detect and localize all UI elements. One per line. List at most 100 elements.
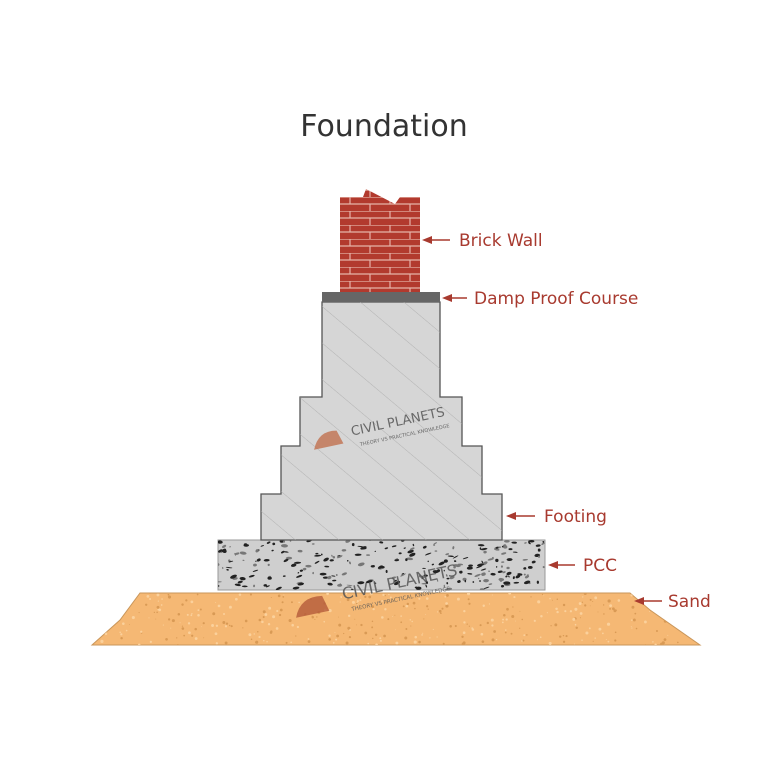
aggregate-speck (350, 588, 354, 590)
sand-grain (367, 642, 370, 645)
sand-grain (515, 620, 516, 622)
sand-grain (594, 596, 598, 600)
aggregate-speck (280, 544, 289, 548)
sand-grain (466, 593, 471, 596)
brick-wall (340, 189, 420, 292)
sand-grain (572, 617, 576, 621)
sand-grain (575, 626, 578, 630)
sand-grain (693, 621, 696, 624)
sand-grain (296, 625, 300, 629)
aggregate-speck (500, 584, 505, 588)
sand-grain (556, 610, 559, 614)
sand-grain (258, 618, 262, 622)
sand-grain (167, 595, 172, 599)
sand-grain (295, 635, 297, 637)
sand-grain (461, 635, 464, 638)
aggregate-speck (266, 541, 271, 544)
aggregate-speck (527, 565, 533, 569)
sand-grain (107, 595, 110, 598)
aggregate-speck (488, 570, 490, 573)
sand-grain (212, 612, 216, 616)
sand-grain (140, 630, 143, 633)
sand-grain (348, 635, 352, 639)
sand-grain (128, 623, 130, 625)
sand-grain (228, 624, 231, 627)
sand-grain (612, 607, 615, 611)
aggregate-speck (506, 558, 513, 562)
sand-grain (554, 623, 558, 627)
sand-grain (512, 606, 514, 608)
aggregate-speck (305, 564, 312, 568)
aggregate-speck (483, 550, 487, 554)
aggregate-speck (495, 546, 499, 549)
sand-grain (601, 632, 604, 635)
aggregate-speck (432, 544, 436, 546)
sand-grain (148, 617, 150, 619)
sand-grain (290, 601, 293, 604)
sand-grain (177, 613, 181, 616)
sand-grain (268, 606, 272, 610)
aggregate-speck (394, 580, 401, 586)
aggregate-speck (436, 569, 441, 573)
sand-grain (120, 636, 123, 640)
sand-grain (432, 628, 434, 630)
aggregate-speck (483, 578, 489, 583)
label-sand: Sand (634, 592, 711, 612)
sand-grain (468, 625, 470, 627)
aggregate-speck (225, 566, 233, 569)
sand-grain (606, 622, 611, 626)
sand-grain (508, 593, 512, 595)
sand-grain (351, 600, 355, 604)
sand-grain (389, 596, 392, 599)
sand-grain (364, 631, 368, 635)
aggregate-speck (483, 586, 490, 590)
aggregate-speck (275, 586, 282, 590)
sand-grain (669, 612, 672, 615)
sand-grain (355, 602, 358, 605)
aggregate-speck (220, 551, 223, 553)
sand-grain (149, 640, 152, 644)
aggregate-speck (322, 576, 329, 579)
sand-grain (471, 628, 475, 631)
aggregate-speck (218, 581, 222, 583)
sand-grain (211, 624, 215, 627)
aggregate-speck (424, 552, 432, 556)
sand-grain (445, 604, 449, 608)
sand-grain (388, 593, 390, 596)
aggregate-speck (477, 577, 480, 580)
sand-grain (421, 634, 423, 636)
aggregate-speck (488, 583, 493, 585)
sand-grain (501, 621, 504, 624)
sand-grain (338, 616, 339, 618)
sand-grain (336, 634, 339, 638)
aggregate-speck (434, 550, 438, 552)
sand-grain (481, 640, 485, 643)
aggregate-speck (256, 558, 261, 562)
sand-grain (533, 619, 536, 622)
aggregate-speck (453, 560, 457, 563)
sand-grain (355, 624, 357, 626)
sand-grain (505, 618, 508, 621)
sand-grain (446, 594, 449, 597)
sand-grain (103, 622, 106, 625)
sand-grain (328, 609, 332, 613)
sand-grain (649, 610, 651, 612)
sand-grain (249, 593, 253, 596)
sand-grain (667, 634, 669, 636)
aggregate-speck (272, 542, 276, 546)
sand-grain (171, 619, 175, 623)
sand-grain (579, 617, 581, 619)
sand-grain (369, 593, 373, 595)
aggregate-speck (505, 575, 508, 578)
sand-grain (339, 601, 341, 603)
sand-grain (326, 593, 329, 596)
aggregate-speck (506, 566, 510, 570)
sand-grain (379, 639, 382, 642)
sand-grain (400, 615, 402, 617)
sand-grain (462, 631, 466, 635)
sand-grain (692, 636, 694, 638)
sand-grain (347, 626, 351, 630)
sand-grain (122, 622, 125, 624)
aggregate-speck (500, 565, 504, 568)
sand-grain (104, 629, 108, 633)
